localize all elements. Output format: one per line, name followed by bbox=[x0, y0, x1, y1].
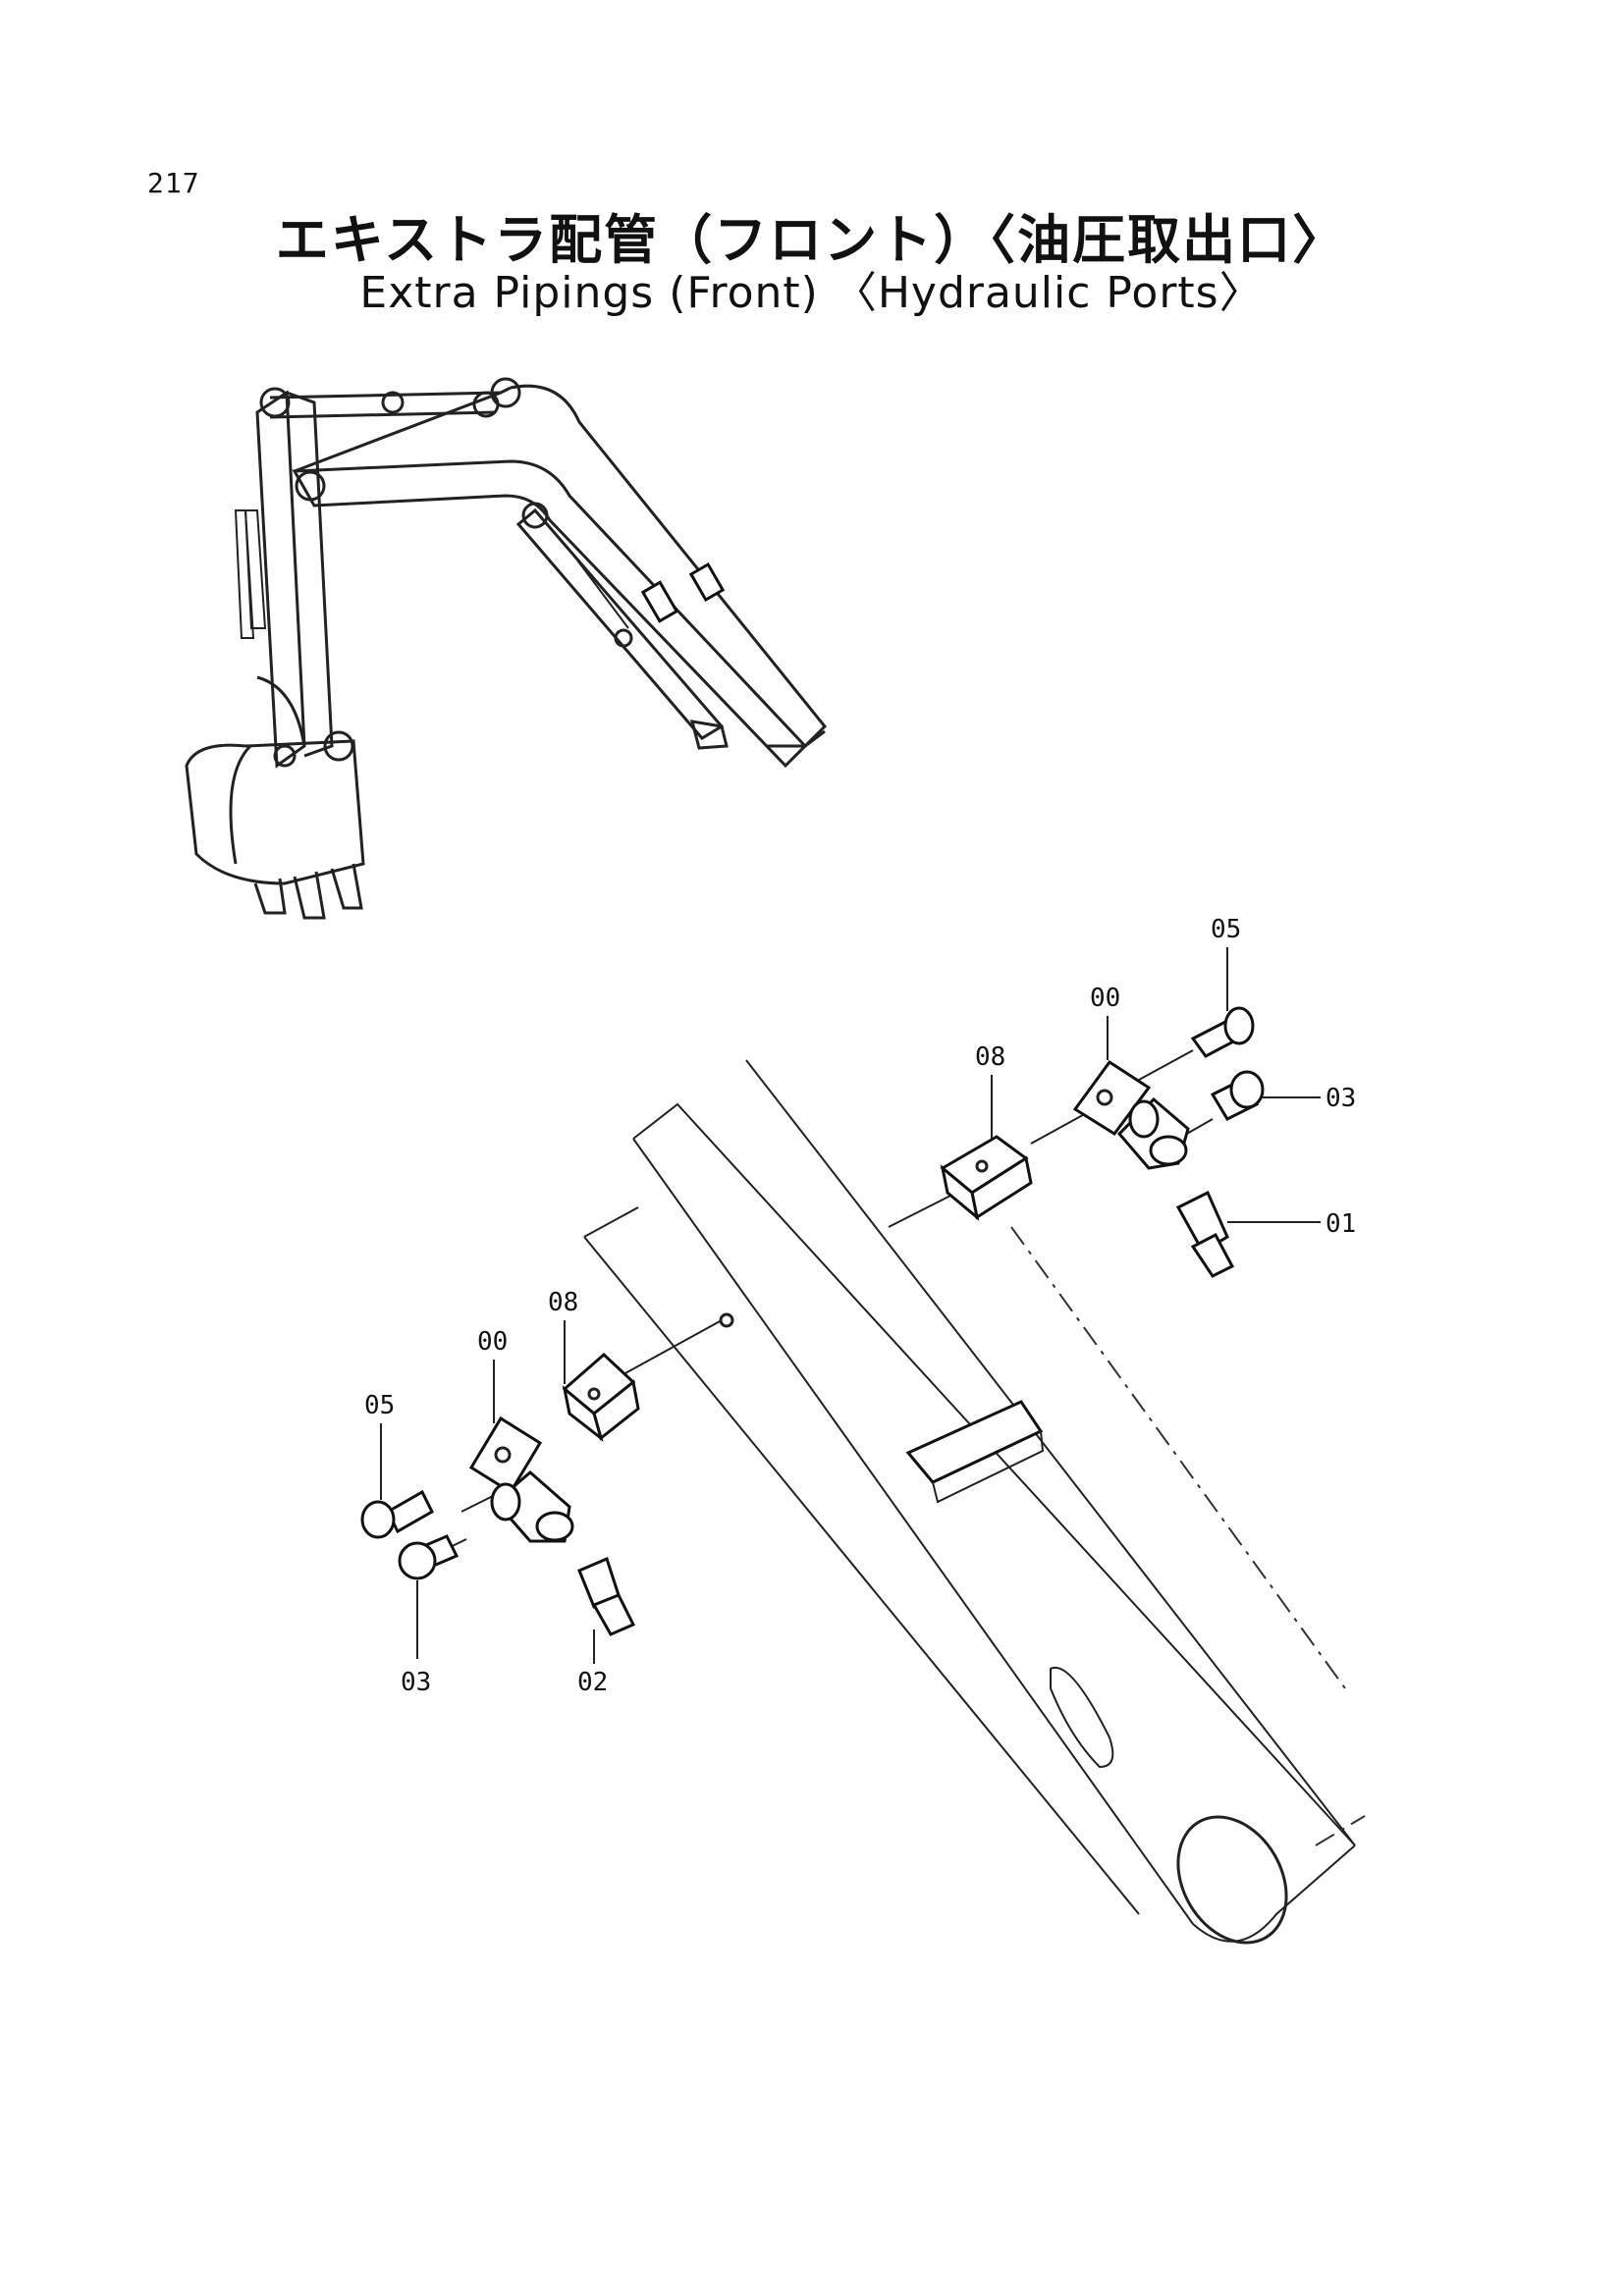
callout-03-lower: 03 bbox=[401, 1668, 431, 1697]
bolt-upper bbox=[1190, 1006, 1255, 1058]
spacer-block-upper bbox=[940, 1135, 1033, 1221]
bracket-lower bbox=[468, 1415, 543, 1495]
lower-port-assembly: 08 00 05 03 02 bbox=[360, 1288, 734, 1697]
boom-edge-lower bbox=[583, 1236, 1140, 1915]
plug-lower bbox=[398, 1534, 460, 1580]
hose-center-line bbox=[1010, 1226, 1346, 1689]
boom-slot bbox=[1050, 1666, 1114, 1769]
boom-edge-upper bbox=[745, 1059, 1356, 1846]
nipple-lower bbox=[577, 1556, 636, 1636]
callout-02-lower: 02 bbox=[577, 1668, 608, 1697]
callout-01-upper: 01 bbox=[1325, 1209, 1356, 1239]
boom-edge-middle bbox=[632, 1138, 1194, 1925]
arm-cylinder-illustration bbox=[269, 391, 502, 419]
excavator-front-overview bbox=[185, 377, 828, 920]
upper-port-assembly: 05 00 08 03 01 bbox=[888, 915, 1356, 1278]
elbow-fitting-upper bbox=[1116, 1096, 1190, 1170]
bucket-illustration bbox=[185, 730, 365, 920]
callout-03-upper: 03 bbox=[1325, 1084, 1356, 1113]
callout-08-upper: 08 bbox=[975, 1042, 1005, 1072]
boom-end-cap bbox=[1176, 1815, 1288, 1945]
boom-port-fittings bbox=[568, 549, 726, 648]
callout-00-lower: 00 bbox=[477, 1327, 508, 1357]
bracket-upper bbox=[1072, 1059, 1152, 1137]
nipple-upper bbox=[1175, 1190, 1235, 1278]
page-title-japanese: エキストラ配管（フロント）〈油圧取出口〉 bbox=[275, 209, 1348, 271]
callout-00-upper: 00 bbox=[1090, 984, 1120, 1013]
page-title-english: Extra Pipings (Front) 〈Hydraulic Ports〉 bbox=[359, 268, 1264, 318]
boom-mounting-plate bbox=[905, 1400, 1044, 1484]
page-number: 217 bbox=[147, 167, 200, 199]
callout-05-lower: 05 bbox=[364, 1391, 395, 1420]
callout-05-upper: 05 bbox=[1211, 915, 1241, 944]
boom-detail-view bbox=[583, 1059, 1366, 1945]
arm-illustration bbox=[234, 387, 334, 769]
plug-upper bbox=[1210, 1070, 1265, 1121]
elbow-fitting-lower bbox=[490, 1470, 574, 1543]
callout-08-lower: 08 bbox=[548, 1288, 578, 1317]
boom-cylinder-illustration bbox=[515, 502, 729, 750]
bucket-link bbox=[256, 675, 306, 747]
bolt-lower bbox=[360, 1489, 434, 1539]
spacer-block-lower bbox=[562, 1352, 640, 1442]
